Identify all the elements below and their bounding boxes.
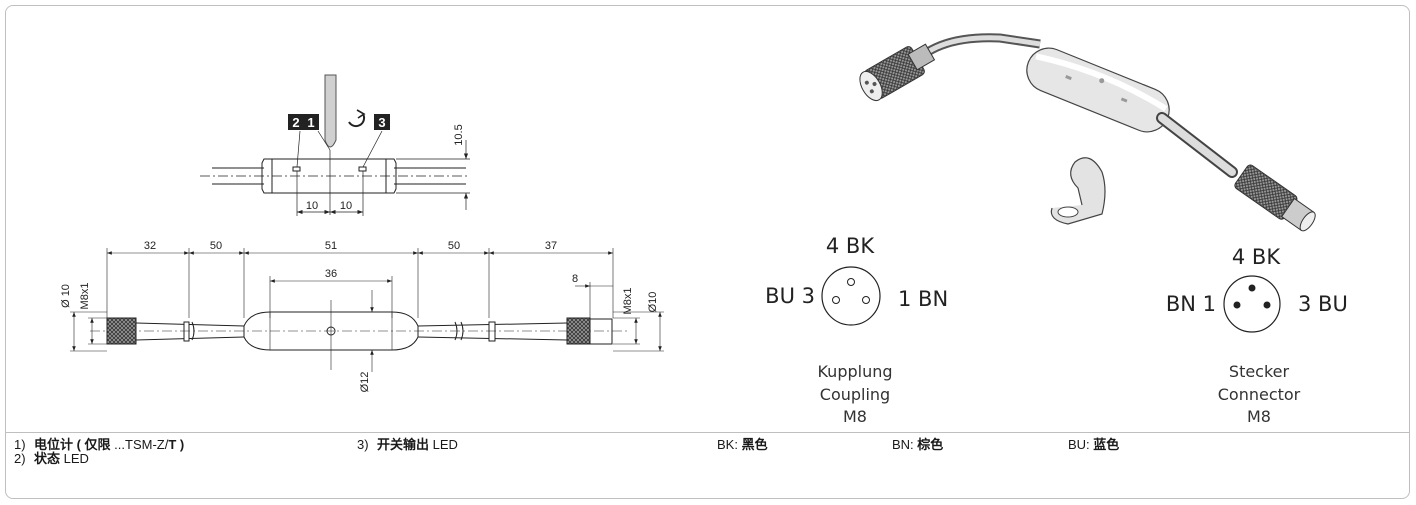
footnote-2: 2) 状态 LED — [14, 451, 89, 466]
connector-pin-3: 3 BU — [1298, 292, 1348, 316]
footnote-3-text: LED — [429, 437, 458, 452]
coupling-pin-4: 4 BK — [826, 234, 875, 258]
footnote-3-number: 3) — [357, 437, 369, 452]
connector-pin-1: BN 1 — [1166, 292, 1216, 316]
coupling-pinout: 4 BK BU 3 1 BN Kupplung Coupling M8 — [765, 234, 948, 426]
color-code-bu-name: 蓝色 — [1093, 437, 1120, 452]
footnote-1-number: 1) — [14, 437, 26, 452]
rotate-icon — [348, 113, 366, 128]
footnote-2-bold: 状态 — [34, 451, 61, 466]
connector-pinout: 4 BK BN 1 3 BU Stecker Connector M8 — [1166, 245, 1348, 426]
connector-label-en: Connector — [1218, 385, 1301, 404]
dim-32: 32 — [144, 240, 156, 252]
dim-led-right: 10 — [340, 200, 352, 212]
callout-2: 2 — [288, 114, 304, 130]
callout-3: 3 — [374, 114, 390, 130]
connector-pin-4: 4 BK — [1232, 245, 1281, 269]
color-code-bu: BU: 蓝色 — [1068, 437, 1119, 452]
connector-label-de: Stecker — [1229, 362, 1290, 381]
dim-50-right: 50 — [448, 240, 460, 252]
dim-37: 37 — [545, 240, 557, 252]
right-nut — [566, 317, 591, 345]
coupling-label-type: M8 — [843, 407, 867, 426]
color-code-bn-code: BN: — [892, 437, 918, 452]
connector-label-type: M8 — [1247, 407, 1271, 426]
footnote-1-text: ...TSM-Z/ — [114, 437, 169, 452]
dim-led-left: 10 — [306, 200, 318, 212]
svg-text:1: 1 — [307, 115, 314, 130]
footnote-1: 1) 电位计 ( 仅限 ...TSM-Z/T ) — [14, 437, 184, 452]
screwdriver-icon — [324, 74, 337, 148]
color-code-bn: BN: 棕色 — [892, 437, 943, 452]
coupling-label-en: Coupling — [820, 385, 890, 404]
dim-height: 10.5 — [453, 124, 465, 145]
footnote-2-text: LED — [60, 451, 89, 466]
left-nut — [106, 317, 137, 345]
dim-left-thread: M8x1 — [79, 283, 91, 310]
dim-right-dia: Ø10 — [647, 292, 659, 313]
coupling-pin-3: BU 3 — [765, 284, 815, 308]
footnote-2-number: 2) — [14, 451, 26, 466]
dim-body-dia: Ø12 — [359, 372, 371, 393]
callout-1: 1 — [303, 114, 319, 130]
color-code-bn-name: 棕色 — [917, 437, 944, 452]
dim-36: 36 — [325, 268, 337, 280]
footnote-separator — [5, 432, 1410, 433]
footnote-1-tail: T ) — [168, 437, 185, 452]
footnote-1-bold: 电位计 ( 仅限 — [34, 437, 115, 452]
dim-51: 51 — [325, 240, 337, 252]
dim-left-dia: Ø 10 — [60, 284, 72, 308]
footnote-3-bold: 开关输出 — [377, 437, 430, 452]
color-code-bk-code: BK: — [717, 437, 742, 452]
top-view — [200, 74, 470, 216]
product-illustration — [859, 33, 1316, 232]
coupling-label-de: Kupplung — [817, 362, 892, 381]
svg-text:2: 2 — [292, 115, 299, 130]
svg-text:3: 3 — [378, 115, 385, 130]
color-code-bk-name: 黑色 — [741, 437, 768, 452]
dim-50-left: 50 — [210, 240, 222, 252]
color-code-bk: BK: 黑色 — [717, 437, 768, 452]
coupling-pin-1: 1 BN — [898, 287, 948, 311]
dim-right-thread: M8x1 — [622, 288, 634, 315]
figure-frame — [5, 5, 1410, 499]
footnote-3: 3) 开关输出 LED — [357, 437, 458, 452]
dim-8: 8 — [572, 273, 578, 285]
side-view — [70, 248, 664, 372]
color-code-bu-code: BU: — [1068, 437, 1094, 452]
